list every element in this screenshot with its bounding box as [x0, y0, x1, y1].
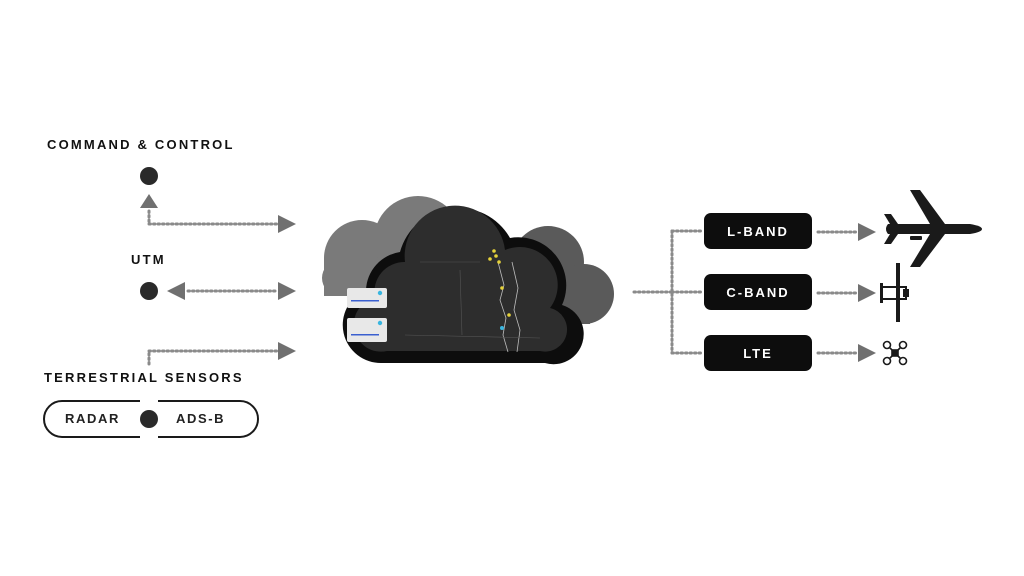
radar-adsb-pill	[43, 400, 259, 438]
terrestrial-sensors-label: TERRESTRIAL SENSORS	[44, 370, 244, 385]
airliner-icon	[884, 190, 982, 267]
map-marker	[492, 249, 496, 253]
map-marker	[497, 260, 501, 264]
utm-node	[140, 282, 158, 300]
quadcopter-drone-icon	[882, 340, 908, 366]
adsb-label: ADS-B	[176, 411, 226, 426]
map-marker	[500, 286, 504, 290]
band-c-band: C-BAND	[704, 274, 812, 310]
fixed-wing-uav-icon	[880, 263, 909, 322]
utm-connector	[167, 282, 296, 300]
band-label: C-BAND	[726, 284, 790, 300]
radar-label: RADAR	[65, 411, 120, 426]
terrestrial-sensors-connector	[147, 342, 296, 366]
band-l-band: L-BAND	[704, 213, 812, 249]
map-info-panel	[347, 318, 387, 342]
band-lte: LTE	[704, 335, 812, 371]
band-arrows	[816, 223, 876, 362]
map-marker	[494, 254, 498, 258]
map-info-panel	[347, 288, 387, 308]
command-control-node	[140, 167, 158, 185]
utm-label: UTM	[131, 252, 166, 267]
command-control-connector	[140, 194, 296, 233]
band-label: L-BAND	[727, 223, 789, 239]
cloud-platform	[322, 196, 614, 365]
map-screen	[347, 249, 541, 353]
sensor-junction-node	[140, 410, 158, 428]
band-label: LTE	[743, 345, 773, 361]
command-control-label: COMMAND & CONTROL	[47, 137, 235, 152]
map-marker	[488, 257, 492, 261]
map-marker-blue	[500, 326, 504, 330]
distribution-connector	[632, 229, 705, 355]
map-marker	[507, 313, 511, 317]
